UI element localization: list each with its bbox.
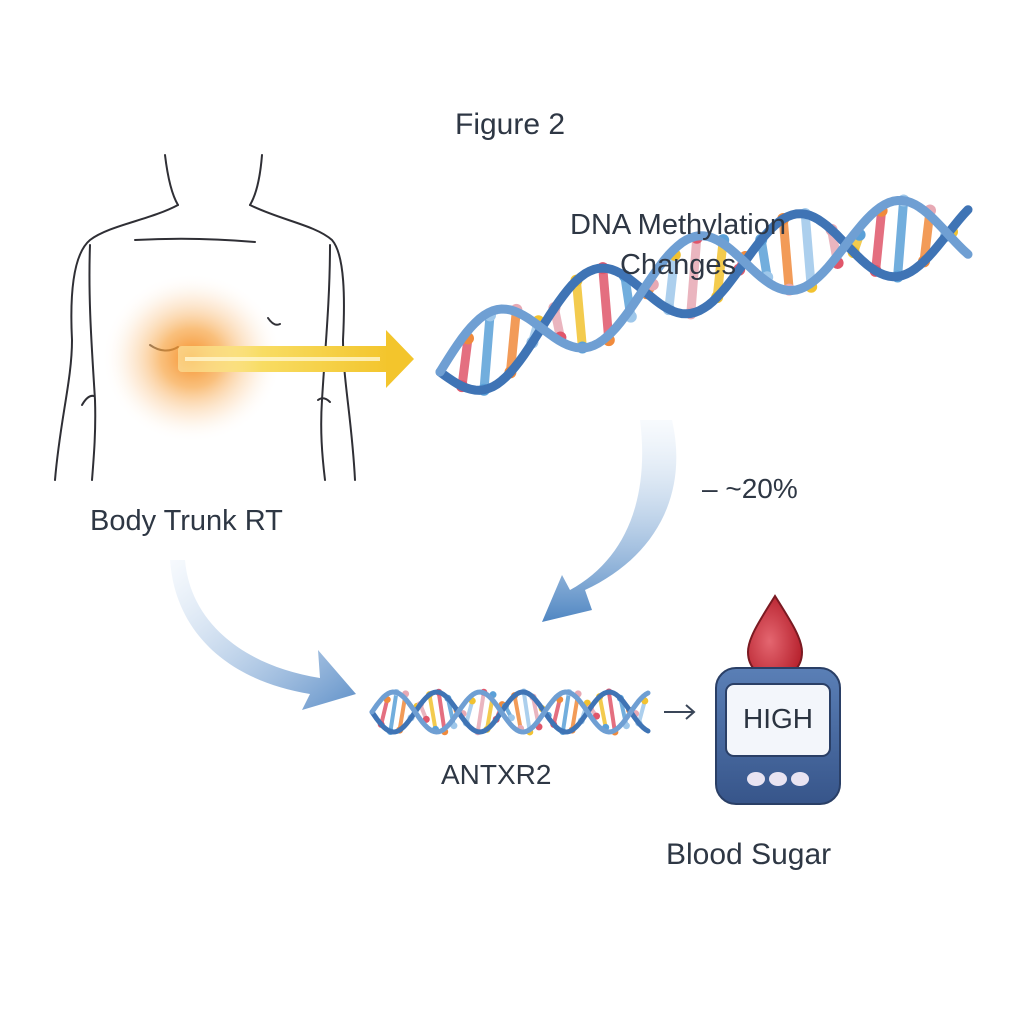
methylation-change-percent: – ~20% bbox=[702, 473, 798, 504]
dna-base-pair bbox=[571, 276, 587, 353]
dna-base-pair bbox=[388, 690, 399, 734]
dna-helix-icon bbox=[435, 194, 973, 396]
dna-methylation-label-line2: Changes bbox=[619, 249, 737, 281]
dna-backbone-strand bbox=[369, 689, 651, 735]
dna-base-pair bbox=[560, 690, 571, 734]
human-torso-outline-icon bbox=[54, 154, 356, 481]
dna-base-pair bbox=[464, 698, 475, 726]
dna-base-pair bbox=[475, 690, 486, 734]
dna-base-pair bbox=[479, 310, 495, 395]
dna-base-pair bbox=[893, 195, 909, 281]
dna-base-pair bbox=[756, 235, 772, 282]
dna-base-pair bbox=[512, 693, 523, 731]
radiation-beam-arrow bbox=[178, 330, 414, 388]
antxr2-dna-icon bbox=[369, 688, 651, 736]
blood-drop-icon bbox=[746, 594, 804, 680]
dna-base-pair bbox=[597, 694, 608, 730]
dna-base-pair bbox=[457, 333, 473, 391]
glucose-meter-icon bbox=[715, 594, 841, 805]
gene-to-blood-sugar-arrow bbox=[664, 704, 696, 720]
body-to-gene-arrow bbox=[170, 560, 356, 710]
figure-title: Figure 2 bbox=[455, 108, 566, 141]
dna-base-pair bbox=[505, 305, 521, 377]
dna-base-pair bbox=[712, 235, 728, 302]
dna-backbone-strand bbox=[369, 689, 651, 735]
methylation-to-gene-arrow bbox=[542, 420, 677, 622]
dna-base-pair bbox=[551, 697, 562, 727]
dna-methylation-label: DNA Methylation Changes bbox=[533, 205, 823, 285]
dna-backbone-strand bbox=[435, 196, 973, 377]
dna-base-pair bbox=[436, 690, 447, 734]
dna-base-pair bbox=[664, 250, 680, 314]
antxr2-label: ANTXR2 bbox=[441, 759, 552, 790]
meter-display-text: HIGH bbox=[743, 703, 813, 734]
dna-methylation-label-line1: DNA Methylation bbox=[570, 209, 786, 241]
dna-base-pair bbox=[606, 690, 617, 734]
dna-base-pair bbox=[636, 698, 647, 726]
dna-base-pair bbox=[379, 697, 390, 727]
dna-base-pair bbox=[800, 209, 816, 292]
dna-base-pair bbox=[871, 206, 887, 276]
dna-base-pair bbox=[686, 233, 702, 318]
dna-base-pair bbox=[778, 214, 794, 295]
blood-sugar-label: Blood Sugar bbox=[666, 838, 832, 871]
dna-base-pair bbox=[598, 263, 614, 345]
dna-base-pair bbox=[521, 690, 532, 734]
dna-base-pair bbox=[427, 692, 438, 732]
body-trunk-rt-label: Body Trunk RT bbox=[90, 505, 283, 537]
dna-backbone-strand bbox=[435, 205, 973, 395]
